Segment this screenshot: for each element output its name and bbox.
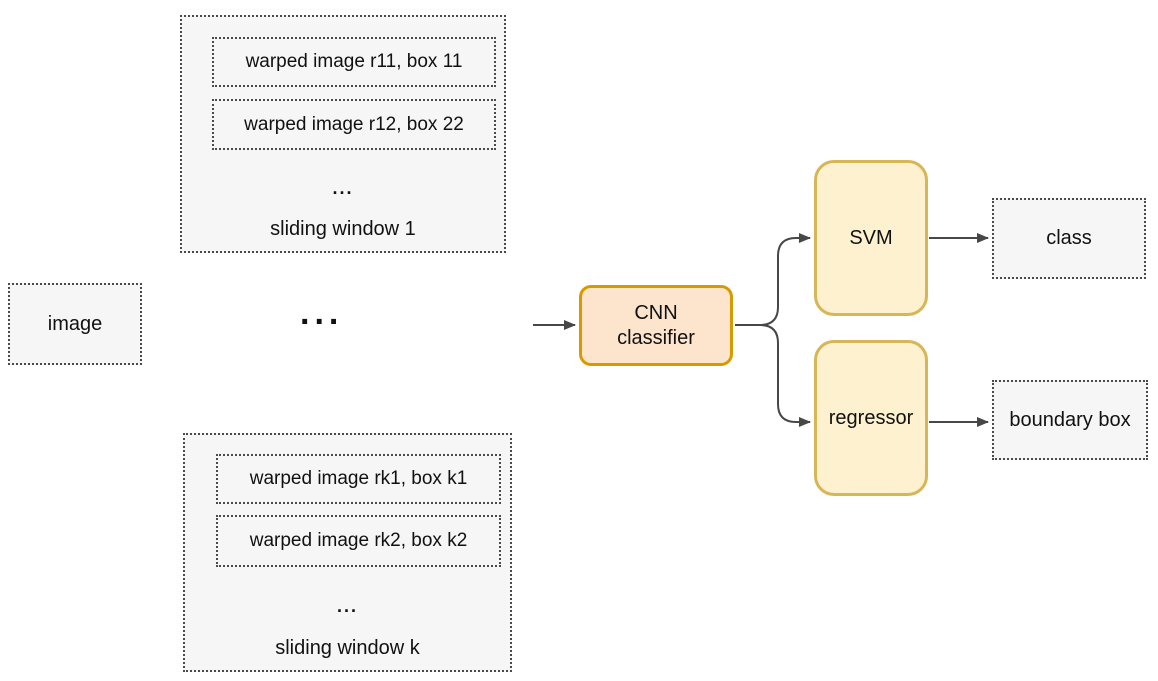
class-output-node: class [992, 198, 1146, 279]
arrow-cnn-to-svm [759, 233, 811, 326]
sliding-window-k-label: sliding window k [275, 637, 420, 659]
regressor-node: regressor [814, 340, 928, 496]
sliding-window-k-group: warped image rk1, box k1 warped image rk… [183, 433, 512, 672]
warped-image-rk2-label: warped image rk2, box k2 [249, 530, 468, 552]
warped-image-r12-node: warped image r12, box 22 [212, 99, 496, 150]
cnn-classifier-label: CNN classifier [617, 301, 695, 349]
boundary-box-output-label: boundary box [1009, 408, 1131, 431]
sliding-window-1-label: sliding window 1 [270, 218, 416, 240]
windows-ellipsis: ... [300, 294, 344, 332]
warped-image-rk2-node: warped image rk2, box k2 [216, 515, 501, 567]
warped-image-rk1-node: warped image rk1, box k1 [216, 454, 501, 504]
window-1-ellipsis: ... [332, 178, 354, 198]
image-node: image [8, 283, 142, 365]
arrow-cnn-to-regressor [759, 324, 811, 427]
image-label: image [47, 312, 103, 335]
svm-node: SVM [814, 160, 928, 316]
warped-image-rk1-label: warped image rk1, box k1 [249, 468, 468, 490]
class-output-label: class [1046, 227, 1092, 249]
sliding-window-1-group: warped image r11, box 11 warped image r1… [180, 15, 506, 253]
window-k-ellipsis: ... [336, 596, 358, 616]
warped-image-r11-label: warped image r11, box 11 [245, 51, 463, 73]
warped-image-r11-node: warped image r11, box 11 [212, 37, 496, 87]
boundary-box-output-node: boundary box [992, 380, 1148, 460]
regressor-label: regressor [828, 406, 914, 429]
warped-image-r12-label: warped image r12, box 22 [244, 113, 464, 135]
svm-label: SVM [849, 226, 893, 249]
cnn-classifier-node: CNN classifier [579, 285, 733, 366]
